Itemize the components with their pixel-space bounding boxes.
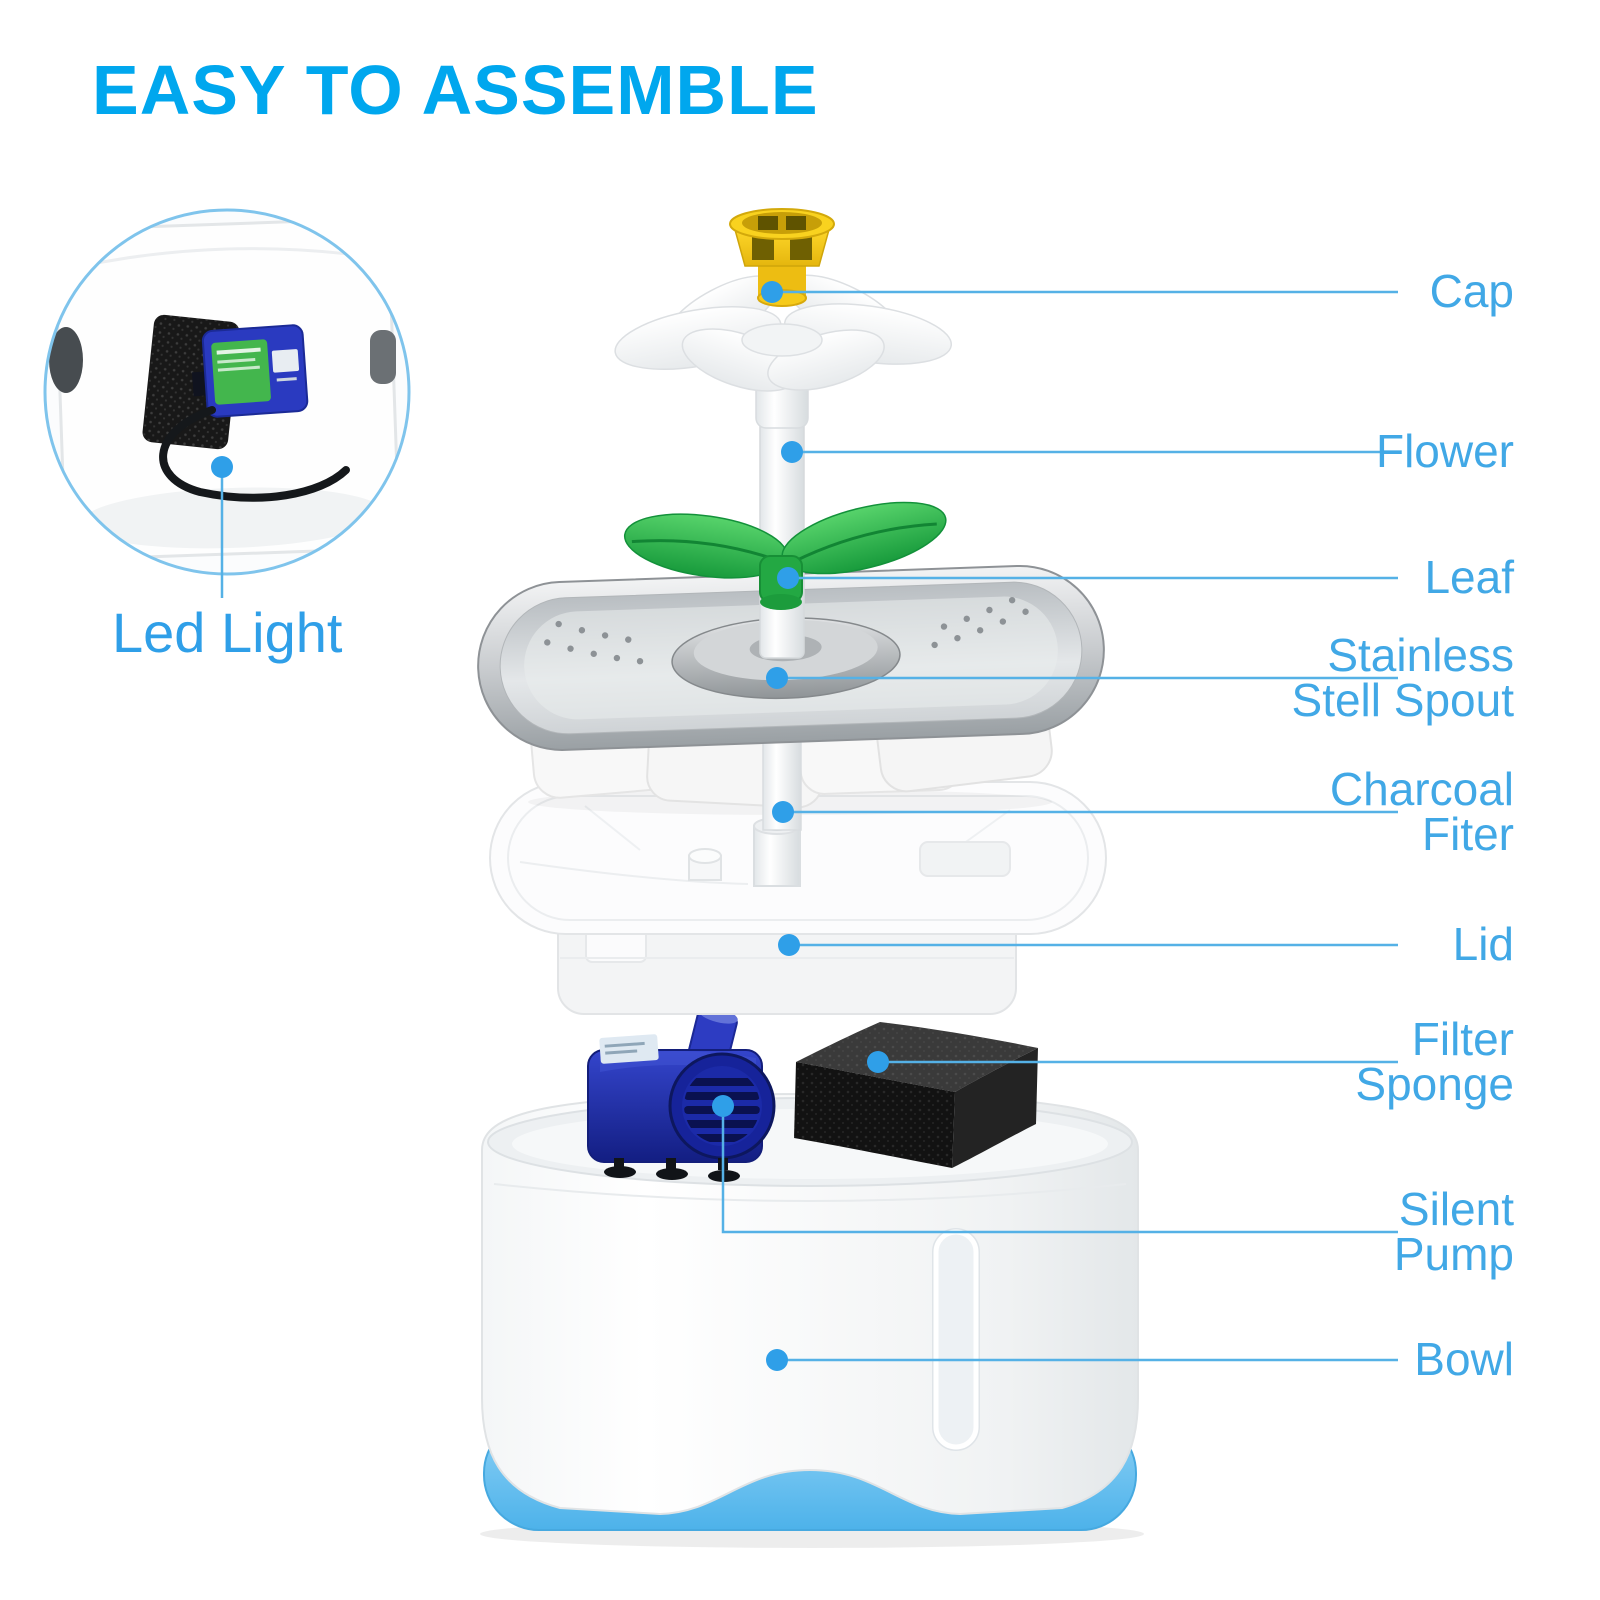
label-leaf: Leaf xyxy=(1424,551,1514,603)
silent-pump-part xyxy=(587,1006,776,1182)
label-filter-sponge: Filter Sponge xyxy=(1355,1013,1514,1110)
label-lid: Lid xyxy=(1452,918,1514,970)
callout-line-pump xyxy=(721,1106,1398,1234)
page-title: EASY TO ASSEMBLE xyxy=(92,51,819,129)
callout-dot-spout xyxy=(766,667,788,689)
filter-sponge-part xyxy=(794,1022,1038,1168)
inset-circle-ring xyxy=(43,208,411,576)
callout-dot-leaf xyxy=(777,567,799,589)
inset-pump xyxy=(192,324,309,418)
lid-notch xyxy=(919,841,1011,877)
callout-dot-lid xyxy=(778,934,800,956)
callout-dot-charcoal xyxy=(772,801,794,823)
callout-dot-pump xyxy=(712,1095,734,1117)
callout-dot-led xyxy=(211,456,233,478)
flower-part xyxy=(614,274,953,392)
label-charcoal-filter: Charcoal Fiter xyxy=(1329,763,1514,860)
callout-dot-flower xyxy=(781,441,803,463)
inset-led-light-photo xyxy=(43,208,411,576)
bowl-part xyxy=(481,1092,1139,1531)
water-level-window xyxy=(933,1229,979,1450)
inset-cable xyxy=(159,406,350,502)
callout-dot-cap xyxy=(761,281,783,303)
base-hole xyxy=(49,327,83,393)
label-stainless-spout: Stainless Stell Spout xyxy=(1291,629,1514,726)
label-led-light: Led Light xyxy=(112,601,343,664)
tray-drain-holes xyxy=(544,597,1029,665)
label-silent-pump: Silent Pump xyxy=(1393,1183,1514,1280)
callout-lines xyxy=(220,290,1398,1362)
label-cap: Cap xyxy=(1429,265,1514,317)
callout-dot-sponge xyxy=(867,1051,889,1073)
callout-dots xyxy=(211,281,889,1371)
label-flower: Flower xyxy=(1375,425,1514,477)
label-bowl: Bowl xyxy=(1414,1333,1514,1385)
base-notch xyxy=(370,330,396,384)
callout-dot-bowl xyxy=(766,1349,788,1371)
